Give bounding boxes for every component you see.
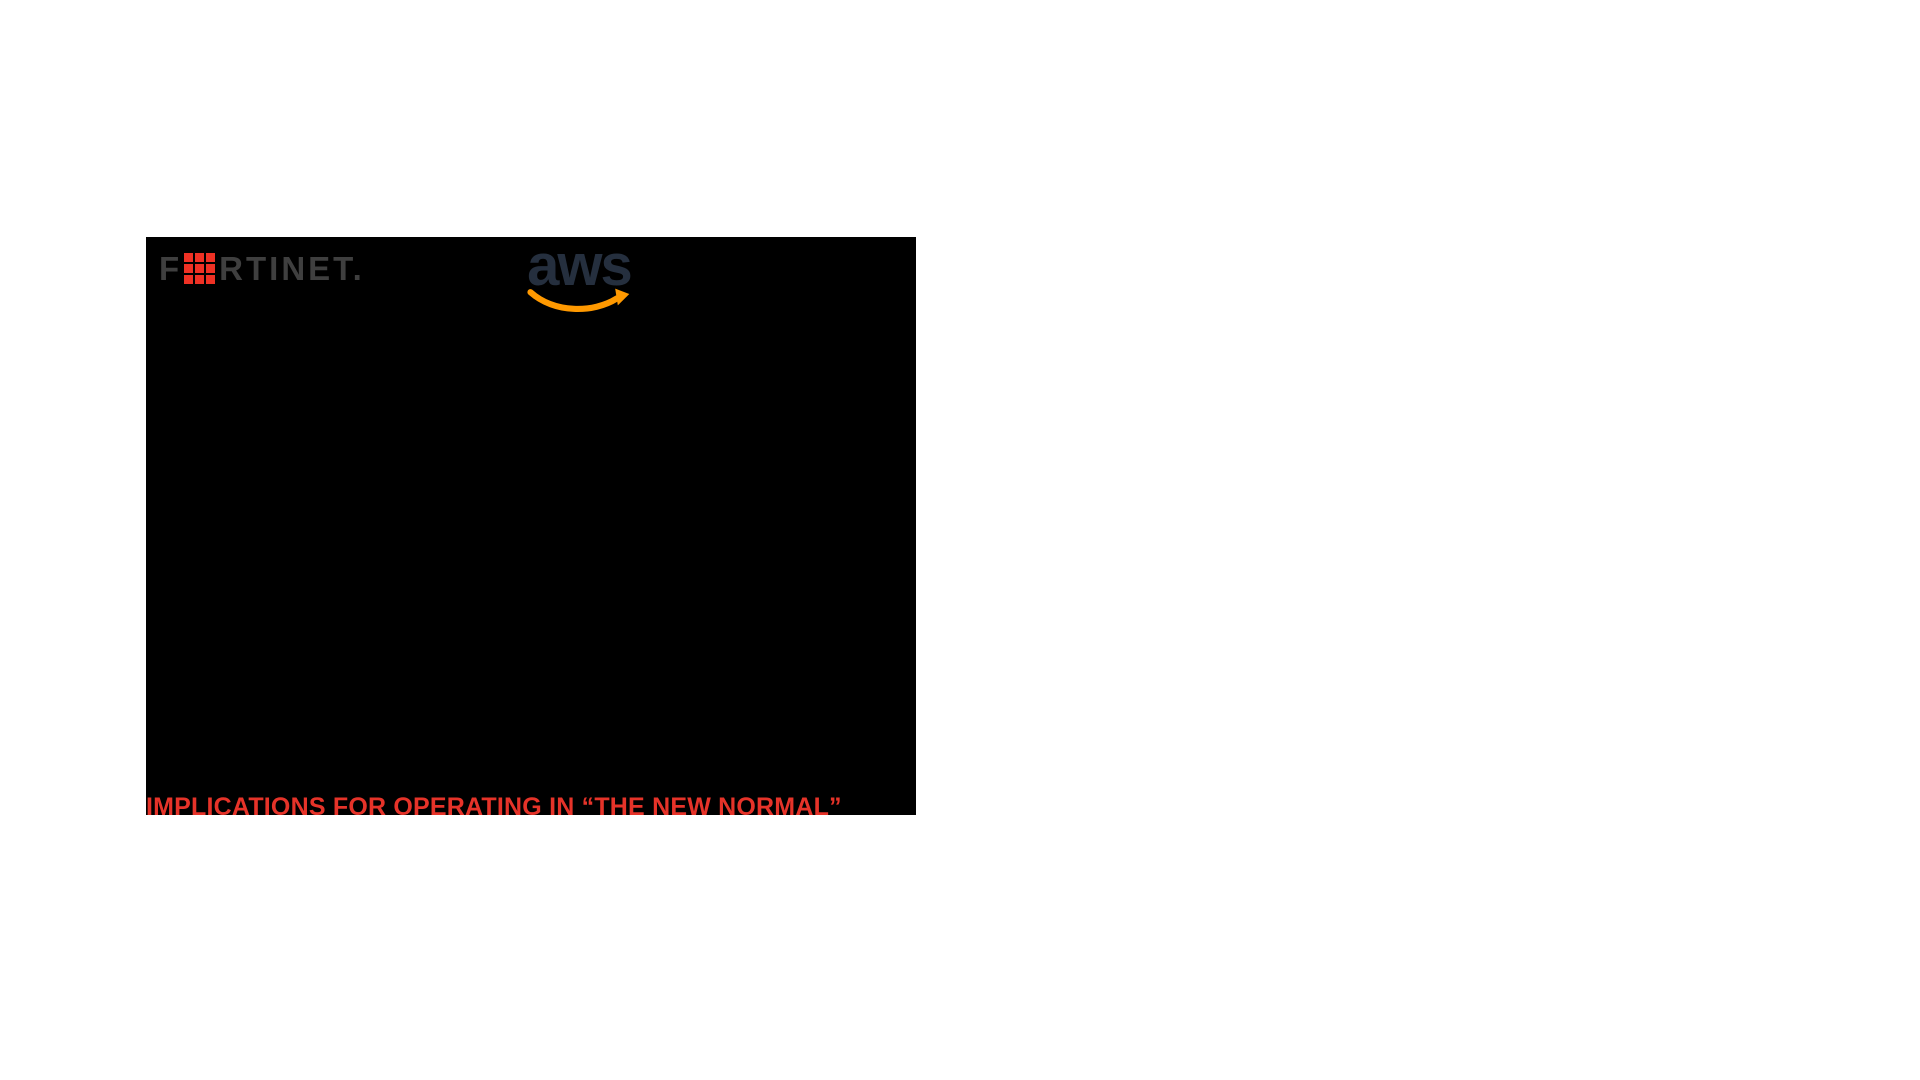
slide-title: IMPLICATIONS FOR OPERATING IN “THE NEW N… bbox=[146, 793, 842, 821]
aws-logo: aws bbox=[520, 237, 638, 316]
fortinet-grid-cell bbox=[206, 263, 216, 273]
fortinet-grid-cell bbox=[195, 252, 205, 262]
fortinet-grid-cell bbox=[184, 263, 194, 273]
aws-smile-arrow bbox=[615, 288, 630, 306]
aws-smile-stroke bbox=[527, 289, 621, 312]
slide: F RTINET. aws IMPLICATIONS FOR bbox=[146, 237, 916, 821]
fortinet-grid-cell bbox=[195, 274, 205, 284]
fortinet-grid-cell bbox=[184, 274, 194, 284]
fortinet-grid-cell bbox=[195, 263, 205, 273]
fortinet-letters-rest: RTINET. bbox=[219, 249, 365, 287]
fortinet-grid-cell bbox=[206, 274, 216, 284]
aws-smile-icon bbox=[527, 288, 630, 312]
aws-wordmark: aws bbox=[527, 233, 633, 298]
fortinet-grid-icon bbox=[184, 252, 216, 284]
fortinet-grid-cell bbox=[206, 252, 216, 262]
fortinet-grid-cell bbox=[184, 252, 194, 262]
fortinet-logo: F RTINET. bbox=[159, 250, 365, 286]
fortinet-letter-f: F bbox=[159, 249, 183, 287]
